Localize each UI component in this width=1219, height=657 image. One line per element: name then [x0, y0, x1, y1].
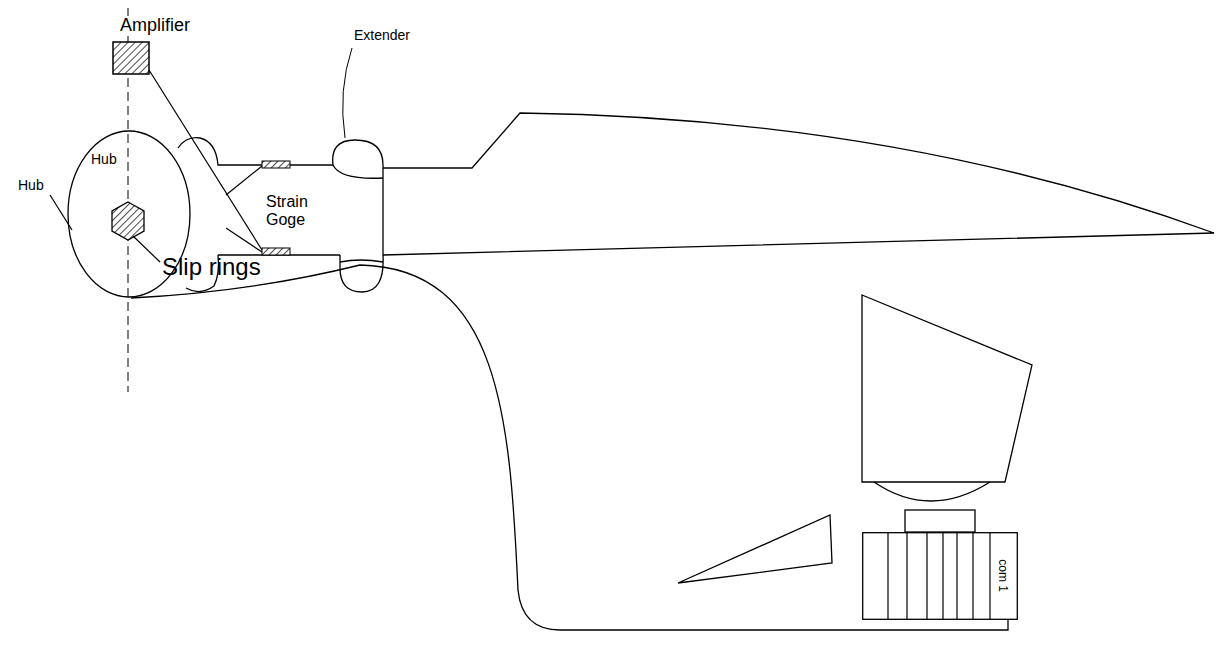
monitor-stand [874, 482, 990, 501]
gauge-wire [149, 70, 262, 250]
node-text: com 1 [995, 560, 1008, 593]
blade [383, 113, 1214, 255]
signal-cable [131, 265, 1008, 630]
part-label: Hub [18, 178, 44, 193]
node-text: Hub [91, 152, 117, 167]
monitor [862, 295, 1032, 482]
node-outline [862, 532, 1018, 620]
part-label: Extender [354, 28, 410, 43]
part-label: Strain Goge [266, 193, 328, 228]
com-port-box: com 1 [862, 532, 1018, 620]
amplifier-box [113, 42, 149, 74]
part-label: Amplifier [118, 16, 192, 36]
gauge-wire [226, 166, 262, 195]
monitor-base [905, 510, 975, 532]
slip-rings [112, 202, 144, 240]
strain-gauge [262, 161, 290, 168]
strain-gauge [262, 248, 290, 255]
leader-line [343, 48, 352, 138]
keyboard-wedge [678, 515, 832, 583]
gauge-wire [226, 228, 262, 252]
leader-line [133, 236, 160, 262]
part-label: Slip rings [162, 254, 261, 280]
